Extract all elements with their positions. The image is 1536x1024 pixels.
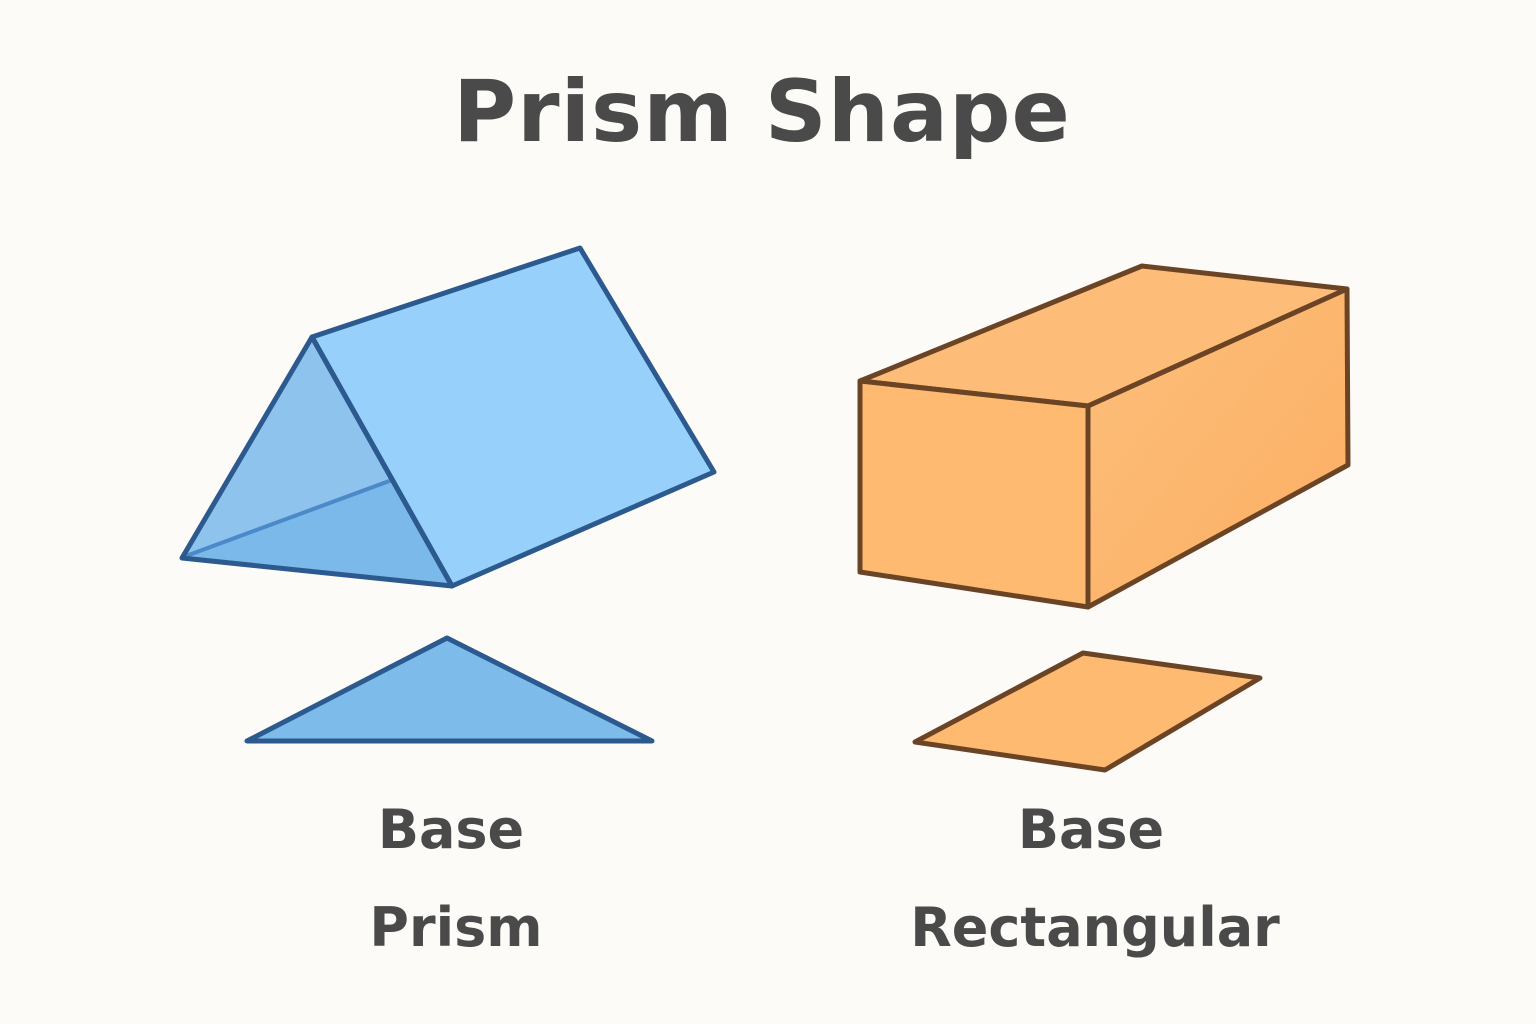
triangular-prism-hidden-edge	[184, 478, 394, 558]
triangular-base-label: Base	[377, 798, 525, 861]
rectangular-prism-shape	[857, 263, 1351, 610]
rectangular-prism-side-face	[1085, 286, 1351, 610]
page-title: Prism Shape	[453, 62, 1071, 162]
triangular-prism-front-face	[182, 337, 452, 586]
rectangular-base-label: Base	[1017, 798, 1165, 861]
triangular-prism-front-outline	[179, 334, 455, 589]
triangular-prism-label: Prism	[369, 896, 543, 959]
rectangular-base-shape	[912, 650, 1263, 773]
triangular-base-shape	[244, 635, 655, 744]
rectangular-prism-front-face	[857, 378, 1091, 610]
triangular-prism-shape	[179, 245, 717, 589]
rectangular-prism-label: Rectangular	[910, 896, 1280, 959]
